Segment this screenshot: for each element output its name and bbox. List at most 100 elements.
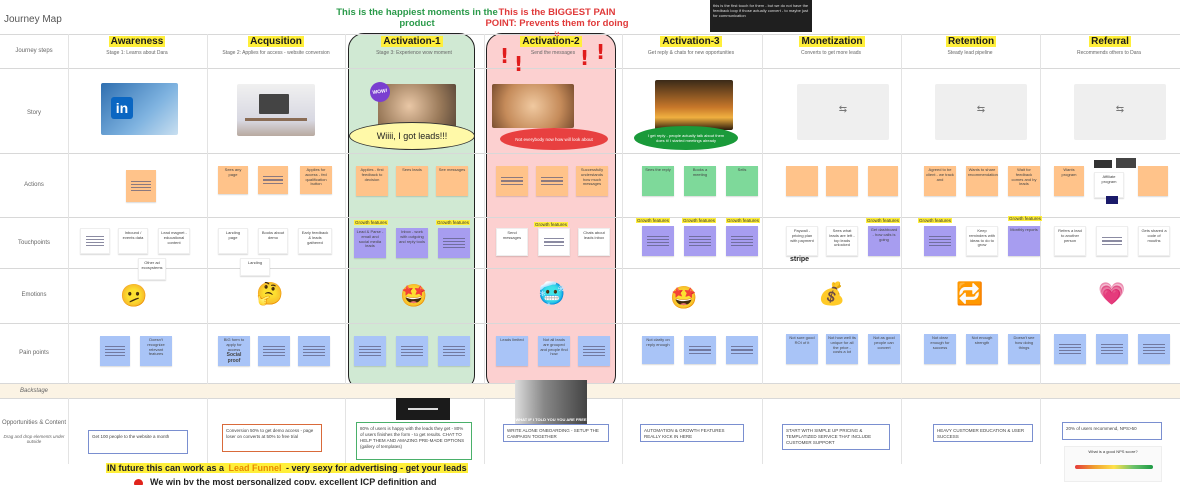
- action-sticky[interactable]: Applies for access - fed qualification b…: [300, 166, 332, 194]
- pain-point-sticky[interactable]: Not all leads are grouped and people fin…: [538, 336, 570, 366]
- action-sticky[interactable]: Sees the reply: [642, 166, 674, 196]
- touchpoint-sticky[interactable]: Landing: [240, 258, 270, 276]
- touchpoint-sticky[interactable]: [642, 226, 674, 256]
- touchpoint-sticky[interactable]: [438, 228, 470, 258]
- action-sticky[interactable]: [496, 166, 528, 196]
- touchpoint-sticky[interactable]: [684, 226, 716, 256]
- pain-point-sticky[interactable]: [684, 336, 716, 364]
- pain-point-sticky[interactable]: [396, 336, 428, 366]
- pain-point-sticky[interactable]: [726, 336, 758, 364]
- stressed-person-image[interactable]: [492, 84, 574, 128]
- pain-point-sticky[interactable]: Not clear enough for success: [924, 334, 956, 364]
- text-line: [408, 408, 438, 410]
- pain-point-sticky[interactable]: Doesn't recognize relevant features: [140, 336, 172, 366]
- opportunity-card[interactable]: 80% of users is happy with the leads the…: [356, 422, 472, 460]
- action-sticky[interactable]: Applies - first feedback to decision: [356, 166, 388, 196]
- action-sticky[interactable]: [1138, 166, 1168, 196]
- touchpoint-sticky[interactable]: Keep reminders with ideas to do to grow: [966, 226, 998, 256]
- reply-speech-bubble[interactable]: I get reply - people actually talk about…: [634, 126, 738, 150]
- touchpoint-sticky[interactable]: Landing page: [218, 228, 248, 254]
- opportunity-card[interactable]: Get 100 people to the website a month: [88, 430, 188, 454]
- opportunity-card[interactable]: AUTOMATION & GROWTH FEATURES REALLY KICK…: [640, 424, 744, 442]
- touchpoint-sticky[interactable]: Monthly reports: [1008, 226, 1040, 256]
- feedback-loop-card[interactable]: this is the first touch for them - but w…: [710, 0, 812, 32]
- pain-point-sticky[interactable]: Leads limited: [496, 336, 528, 366]
- thumbnail-image[interactable]: [1106, 196, 1118, 204]
- pain-point-sticky[interactable]: [354, 336, 386, 366]
- action-sticky[interactable]: [536, 166, 568, 196]
- pain-point-sticky[interactable]: [100, 336, 130, 366]
- touchpoint-sticky[interactable]: Early feedback & leads gathered: [298, 228, 332, 254]
- pain-point-sticky[interactable]: [1054, 334, 1086, 364]
- touchpoint-sticky[interactable]: Get dashboard - how calls is going: [868, 226, 900, 256]
- dark-note-card[interactable]: [396, 398, 450, 420]
- sunset-person-image[interactable]: [655, 80, 733, 130]
- action-sticky[interactable]: Successfully understands how much messag…: [576, 166, 608, 196]
- touchpoint-sticky[interactable]: [924, 226, 956, 256]
- action-sticky[interactable]: [868, 166, 898, 196]
- touchpoint-sticky[interactable]: Inbox - work with outgoing and reply too…: [396, 228, 428, 258]
- touchpoint-sticky[interactable]: Lead & Parse - email and social media le…: [354, 228, 386, 258]
- action-sticky[interactable]: Sells: [726, 166, 758, 196]
- action-sticky[interactable]: See messages: [436, 166, 468, 196]
- pain-point-sticky[interactable]: Not sure good ROI of it: [786, 334, 818, 364]
- opportunity-card[interactable]: START WITH SIMPLE UP PRICING & TEMPLATIZ…: [782, 424, 890, 450]
- touchpoint-sticky[interactable]: [1096, 226, 1128, 256]
- pain-point-sticky[interactable]: Not how well its unique for all the pric…: [826, 334, 858, 364]
- action-sticky[interactable]: Sees leads: [396, 166, 428, 196]
- thumbnail-image[interactable]: [1116, 158, 1136, 168]
- pain-point-sticky[interactable]: [578, 336, 610, 366]
- action-sticky[interactable]: [786, 166, 818, 196]
- touchpoint-sticky[interactable]: Gets shared a code of mouths: [1138, 226, 1170, 256]
- touchpoint-sticky[interactable]: Chats about leads inbox: [578, 228, 610, 256]
- pain-point-sticky[interactable]: Not as good people can convert: [868, 334, 900, 364]
- touchpoint-sticky[interactable]: Paywall - pricing plan with payment: [786, 226, 818, 256]
- pain-point-sticky[interactable]: Not clarity on reply enough: [642, 336, 674, 364]
- pain-point-sticky[interactable]: [258, 336, 290, 366]
- pain-point-sticky[interactable]: [1138, 334, 1170, 364]
- stage-subtitle: Get reply & chats for new opportunities: [647, 50, 735, 56]
- touchpoint-sticky[interactable]: [80, 228, 110, 254]
- touchpoint-sticky[interactable]: Send messages: [496, 228, 528, 256]
- grid-column-line: [901, 34, 902, 464]
- action-sticky[interactable]: Books a meeting: [684, 166, 716, 196]
- action-sticky[interactable]: Wants program: [1054, 166, 1084, 196]
- touchpoint-sticky[interactable]: Other ad ecosystems: [138, 258, 166, 280]
- story-placeholder-image[interactable]: ⇆: [1074, 84, 1166, 140]
- action-sticky[interactable]: Agreed to be client - we track and: [924, 166, 956, 196]
- touchpoint-sticky[interactable]: Inbound / events data: [118, 228, 148, 254]
- touchpoint-sticky[interactable]: Refers a lead to another person: [1054, 226, 1086, 256]
- action-sticky[interactable]: [826, 166, 858, 196]
- story-placeholder-image[interactable]: ⇆: [935, 84, 1027, 140]
- action-sticky[interactable]: Wait for feedback comes and by leads: [1008, 166, 1040, 196]
- opportunity-card[interactable]: HEAVY CUSTOMER EDUCATION & USER SUCCESS: [933, 424, 1033, 442]
- touchpoint-sticky[interactable]: [726, 226, 758, 256]
- leads-speech-bubble[interactable]: Wiiii, I got leads!!!: [349, 122, 475, 150]
- pain-point-sticky[interactable]: [1096, 334, 1128, 364]
- excited-person-image[interactable]: [378, 84, 456, 128]
- action-sticky[interactable]: [126, 170, 156, 202]
- pain-point-sticky[interactable]: Doesn't see how doing things: [1008, 334, 1040, 364]
- pain-point-sticky[interactable]: [298, 336, 330, 366]
- story-placeholder-image[interactable]: ⇆: [797, 84, 889, 140]
- opportunity-card[interactable]: Conversion 50% to get demo access - page…: [222, 424, 322, 452]
- action-sticky[interactable]: Sees any page: [218, 166, 248, 194]
- touchpoint-sticky[interactable]: Lead magnet - educational content: [158, 228, 190, 254]
- touchpoint-sticky[interactable]: [538, 228, 570, 256]
- pain-point-sticky[interactable]: Not enough strength: [966, 334, 998, 364]
- opportunity-card[interactable]: 20% of users recommend, NPS>50: [1062, 422, 1162, 440]
- action-sticky[interactable]: Affiliate program: [1094, 172, 1124, 198]
- nps-chart-thumbnail[interactable]: What is a good NPS score?: [1064, 446, 1162, 482]
- action-sticky[interactable]: [258, 166, 288, 194]
- touchpoint-sticky[interactable]: Books about demo: [258, 228, 288, 254]
- pain-point-sticky[interactable]: [438, 336, 470, 366]
- action-sticky[interactable]: Wants to share recommendations: [966, 166, 998, 196]
- thumbnail-image[interactable]: [1094, 160, 1112, 168]
- opportunity-card[interactable]: WRITE ALONE ONBOARDING - SETUP THE CAMPA…: [503, 424, 609, 442]
- workspace-photo-image[interactable]: [237, 84, 315, 136]
- pain-speech-bubble[interactable]: Not everybody now how will look about: [500, 128, 608, 150]
- linkedin-photo-image[interactable]: in: [101, 83, 178, 135]
- meme-image[interactable]: WHAT IF I TOLD YOU YOU ARE FREE: [515, 380, 587, 424]
- touchpoint-sticky[interactable]: Sees what leads are left - top leads unl…: [826, 226, 858, 256]
